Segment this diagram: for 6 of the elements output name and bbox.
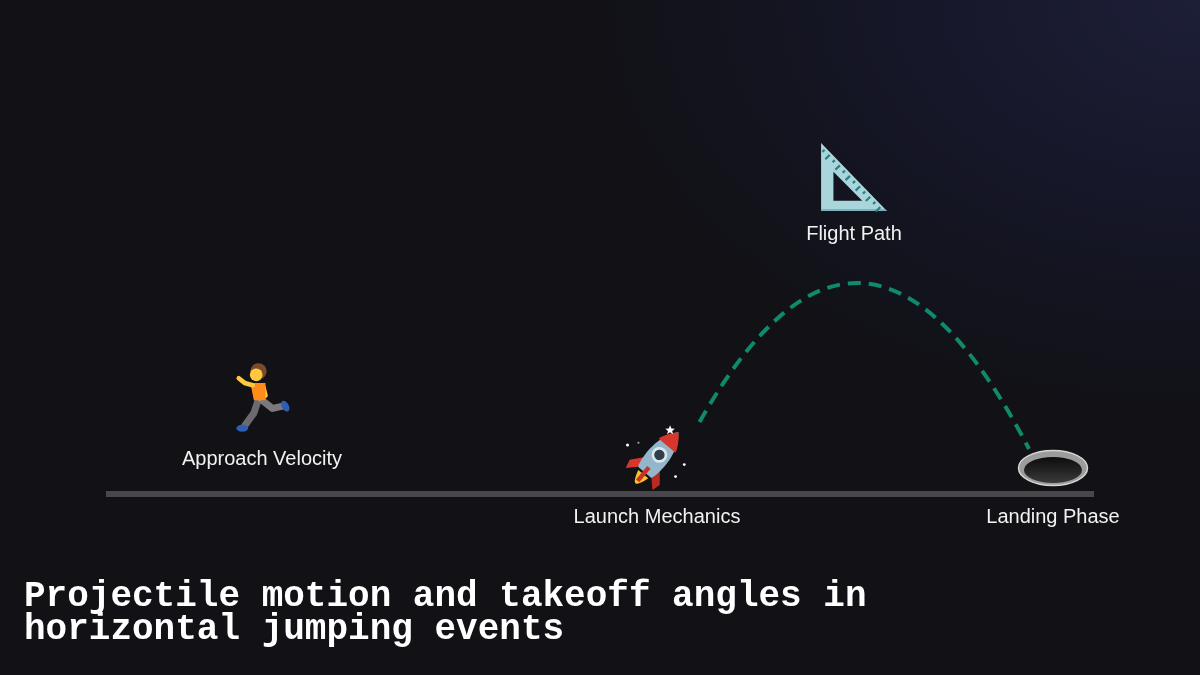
node-label: Approach Velocity [181,446,343,470]
node-label: Landing Phase [986,504,1120,528]
dashed-trajectory-arc [697,281,1031,450]
node-label: Flight Path [806,221,902,245]
node-label: Launch Mechanics [573,504,741,528]
title: Projectile motion and takeoff angles in horizontal jumping events [24,580,868,646]
